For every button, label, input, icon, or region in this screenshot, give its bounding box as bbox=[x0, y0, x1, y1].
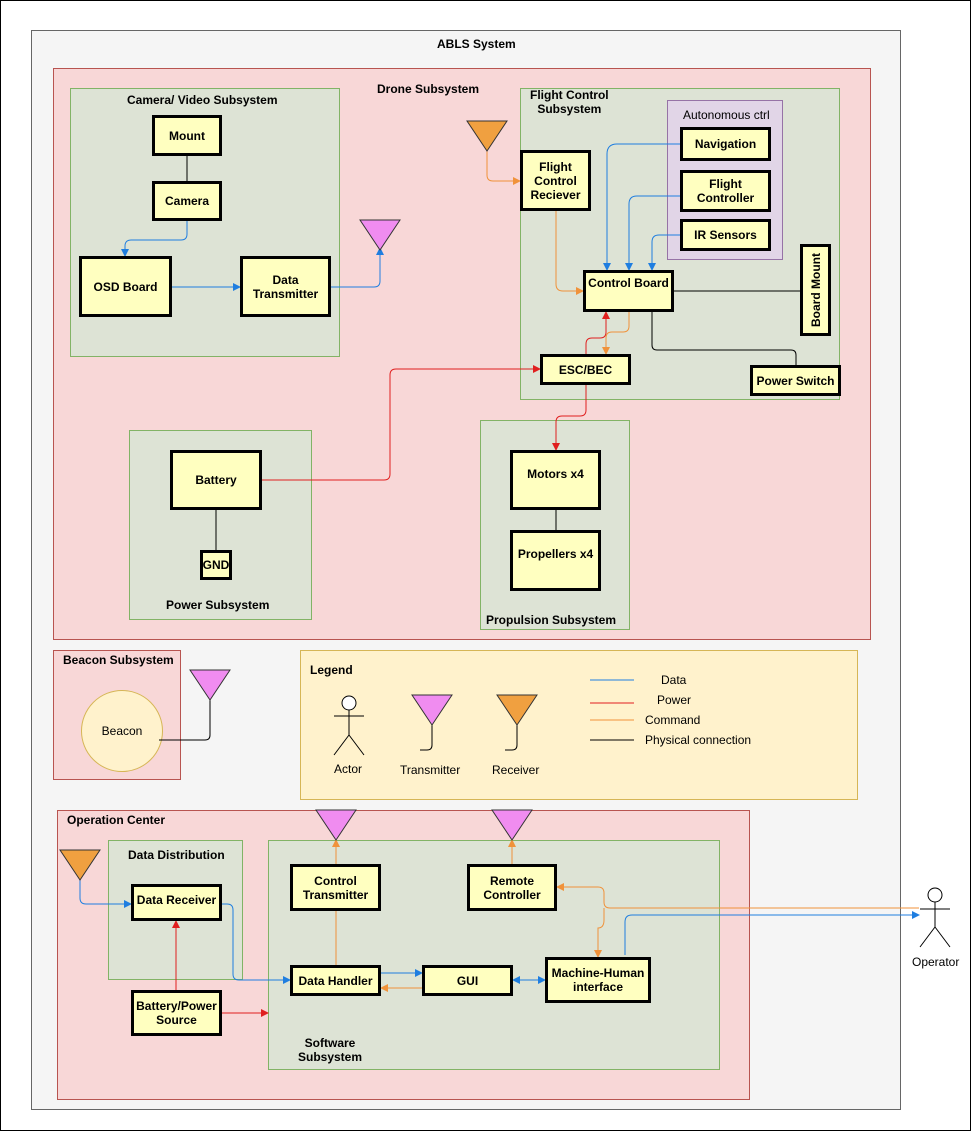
beacon-node: Beacon bbox=[81, 690, 163, 772]
controlboard-switch-link bbox=[651, 312, 797, 365]
flight-control-subsystem-title: Flight Control Subsystem bbox=[530, 88, 609, 116]
operator-actor-icon bbox=[919, 887, 951, 948]
control-board-box: Control Board bbox=[583, 270, 674, 312]
operation-center-title: Operation Center bbox=[67, 813, 166, 827]
power-subsystem-title: Power Subsystem bbox=[166, 598, 270, 612]
propellers-box: Propellers x4 bbox=[510, 530, 601, 591]
beacon-transmitter-antenna bbox=[189, 669, 231, 701]
flightcontroller-controlboard-link bbox=[625, 195, 680, 271]
abls-system-title: ABLS System bbox=[437, 37, 516, 51]
opc-antenna-datareceiver-link bbox=[79, 880, 132, 908]
ir-sensors-box: IR Sensors bbox=[680, 219, 771, 251]
motors-box: Motors x4 bbox=[510, 450, 601, 510]
legend-actor-label: Actor bbox=[334, 762, 363, 776]
navigation-controlboard-link bbox=[603, 143, 680, 271]
beacon-subsystem-title: Beacon Subsystem bbox=[63, 653, 174, 667]
mhi-operator-link bbox=[624, 911, 920, 955]
software-subsystem-title: Software Subsystem bbox=[298, 1036, 363, 1064]
gui-box: GUI bbox=[422, 965, 513, 996]
legend-transmitter-stem bbox=[420, 725, 433, 751]
antenna-receiver-link bbox=[486, 151, 521, 185]
irsensors-controlboard-link bbox=[648, 234, 680, 271]
camera-osd-link bbox=[121, 221, 188, 257]
power-switch-box: Power Switch bbox=[750, 365, 841, 396]
flight-control-receiver-box: Flight Control Reciever bbox=[520, 150, 591, 211]
drone-subsystem-title: Drone Subsystem bbox=[377, 82, 480, 96]
mount-box: Mount bbox=[152, 115, 222, 156]
receiver-controlboard-link bbox=[555, 211, 584, 295]
legend-title: Legend bbox=[310, 663, 353, 677]
machine-human-interface-box: Machine-Human interface bbox=[545, 957, 651, 1003]
legend-receiver-label: Receiver bbox=[492, 763, 540, 777]
legend-actor-icon bbox=[333, 695, 365, 756]
drone-transmitter-antenna bbox=[359, 219, 401, 251]
operator-label: Operator bbox=[912, 955, 960, 969]
opc-control-transmitter-antenna bbox=[315, 809, 357, 841]
data-transmitter-box: Data Transmitter bbox=[240, 256, 331, 317]
gnd-box: GND bbox=[200, 550, 232, 580]
opc-receiver-antenna bbox=[59, 849, 101, 881]
legend-data-label: Data bbox=[661, 673, 687, 687]
esc-bec-box: ESC/BEC bbox=[540, 354, 631, 385]
control-transmitter-box: Control Transmitter bbox=[290, 864, 381, 911]
legend-panel bbox=[300, 650, 858, 800]
power-subsystem bbox=[129, 430, 312, 620]
esc-controlboard-link bbox=[585, 311, 610, 354]
esc-motors-link bbox=[552, 385, 587, 451]
autonomous-ctrl-title: Autonomous ctrl bbox=[683, 108, 770, 122]
legend-physical-label: Physical connection bbox=[645, 733, 752, 747]
board-mount-label: Board Mount bbox=[808, 253, 823, 327]
controlboard-esc-link bbox=[602, 312, 630, 355]
opc-remote-transmitter-antenna bbox=[491, 809, 533, 841]
camera-box: Camera bbox=[152, 181, 222, 221]
board-mount-box: Board Mount bbox=[800, 244, 831, 336]
legend-receiver-icon bbox=[496, 694, 538, 726]
battery-esc-link bbox=[262, 365, 541, 481]
legend-transmitter-label: Transmitter bbox=[400, 763, 461, 777]
data-distribution-title: Data Distribution bbox=[128, 848, 225, 862]
legend-power-label: Power bbox=[657, 693, 692, 707]
battery-power-source-box: Battery/Power Source bbox=[131, 990, 222, 1036]
operator-mhi-command-link bbox=[594, 908, 605, 958]
data-handler-box: Data Handler bbox=[290, 965, 381, 996]
datareceiver-datahandler-link bbox=[222, 903, 291, 984]
data-receiver-box: Data Receiver bbox=[131, 884, 222, 921]
legend-transmitter-icon bbox=[411, 694, 453, 726]
legend-command-label: Command bbox=[645, 713, 701, 727]
drone-receiver-antenna bbox=[466, 120, 508, 152]
battery-box: Battery bbox=[170, 450, 262, 510]
navigation-box: Navigation bbox=[680, 127, 771, 161]
beacon-antenna-link bbox=[159, 700, 211, 741]
operator-command-link bbox=[556, 883, 919, 909]
camera-subsystem-title: Camera/ Video Subsystem bbox=[127, 93, 278, 107]
legend-receiver-stem bbox=[505, 725, 518, 751]
propulsion-subsystem-title: Propulsion Subsystem bbox=[486, 613, 617, 627]
datatx-antenna-link bbox=[331, 247, 384, 288]
osd-board-box: OSD Board bbox=[79, 256, 172, 317]
remote-controller-box: Remote Controller bbox=[467, 864, 557, 911]
flight-controller-box: Flight Controller bbox=[680, 170, 771, 212]
